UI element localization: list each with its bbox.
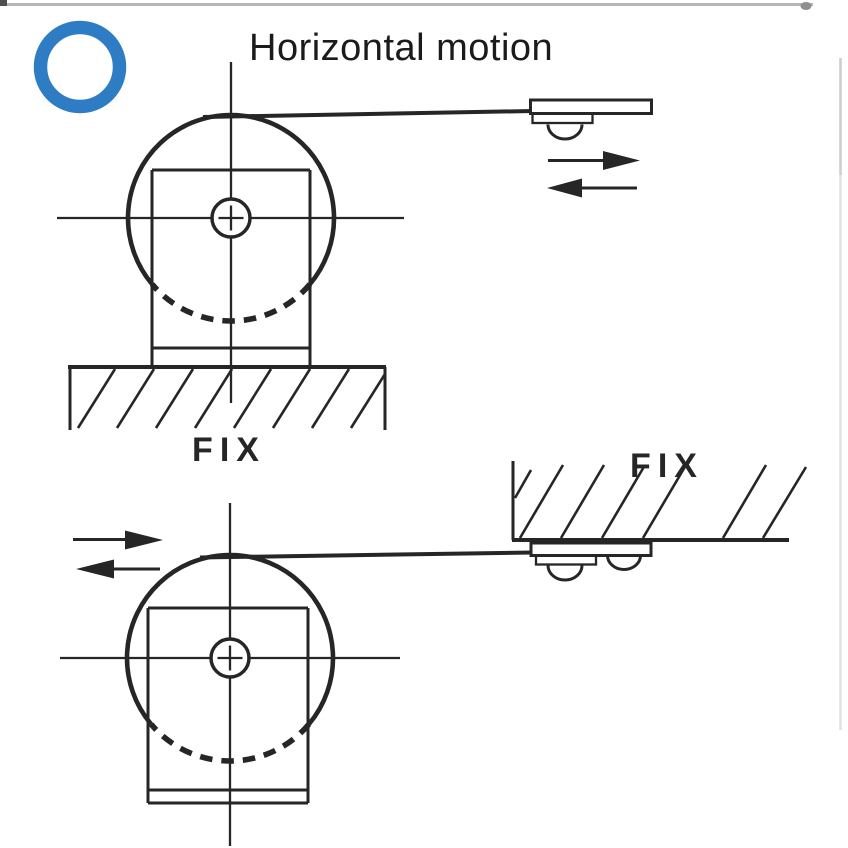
arrow-left-icon — [547, 178, 637, 198]
carriage-pad — [534, 554, 598, 566]
top-diagram: FIX — [57, 62, 653, 469]
motion-arrows — [73, 530, 163, 579]
drum-hub-cross-icon — [218, 205, 244, 231]
drum-hub-cross-icon — [217, 645, 243, 671]
carriage-roller-icon — [546, 124, 584, 141]
scan-artifacts — [0, 0, 842, 730]
sensor-carriage — [529, 541, 653, 582]
measuring-cable — [202, 109, 534, 119]
carriage-bar — [529, 541, 653, 557]
carriage-bar — [529, 98, 653, 115]
fixed-base-hatch — [68, 365, 387, 430]
bottom-fix-label: FIX — [630, 447, 704, 485]
drum-circle-hidden-arc — [148, 722, 312, 764]
motion-arrows — [547, 151, 640, 198]
fixed-ceiling-hatch — [511, 461, 808, 542]
arrow-left-icon — [76, 559, 160, 579]
bottom-diagram: FIX — [60, 447, 808, 846]
drum-circle-solid-arc — [125, 112, 337, 286]
sensor-carriage — [529, 98, 653, 141]
arrow-right-icon — [73, 530, 163, 550]
carriage-pad — [531, 112, 594, 125]
drum-circle-solid-arc — [124, 552, 336, 726]
blue-ring-icon — [33, 20, 127, 114]
scan-top-blob — [800, 2, 812, 10]
carriage-roller-icon — [546, 565, 584, 582]
carriage-roller-icon — [606, 555, 642, 571]
arrow-right-icon — [548, 151, 640, 170]
drum-circle-hidden-arc — [149, 282, 313, 324]
scan-corner-mark — [0, 0, 7, 6]
page-title: Horizontal motion — [249, 27, 553, 69]
drum — [124, 552, 336, 805]
drum — [125, 112, 337, 367]
top-fix-label: FIX — [192, 431, 266, 469]
